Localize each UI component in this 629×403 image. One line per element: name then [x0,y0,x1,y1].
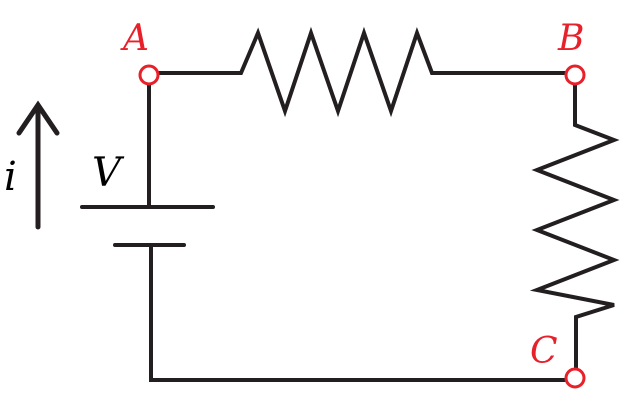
current-label: i [4,154,17,200]
node-b [564,64,586,86]
node-a [138,64,160,86]
node-c-label: C [530,331,558,372]
node-b-label: B [557,18,584,59]
current-arrow [16,100,60,230]
voltage-label: V [92,150,125,196]
node-c [564,367,586,389]
arrow-head [16,100,60,136]
node-a-label: A [120,18,149,59]
resistor-top [157,26,567,118]
resistor-right [529,82,620,371]
wire-battery-to-c [149,243,567,382]
